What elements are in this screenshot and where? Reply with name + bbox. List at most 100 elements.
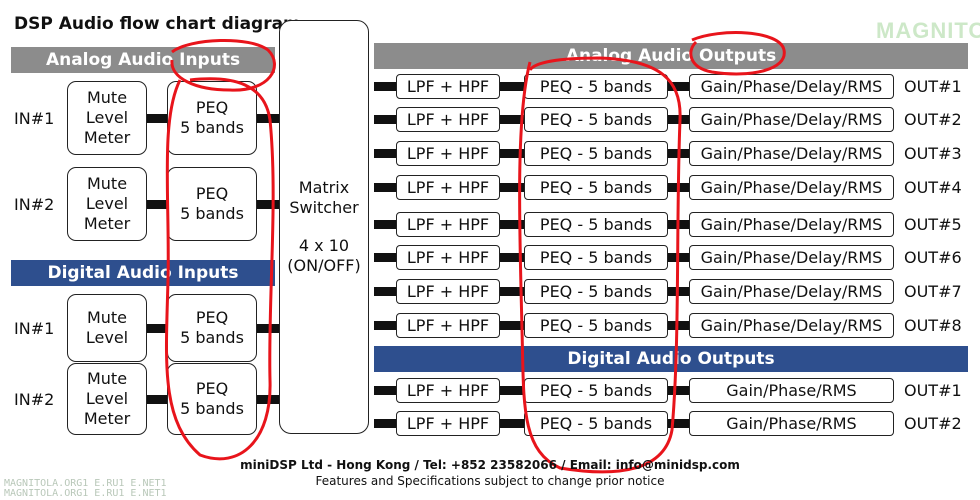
connector bbox=[374, 149, 396, 158]
connector bbox=[374, 82, 396, 91]
connector bbox=[668, 220, 689, 229]
output-label: OUT#6 bbox=[904, 248, 962, 267]
input-peq-block: PEQ 5 bands bbox=[167, 81, 257, 155]
connector bbox=[500, 220, 524, 229]
connector bbox=[500, 321, 524, 330]
connector bbox=[500, 386, 524, 395]
connector bbox=[668, 149, 689, 158]
gain-phase-block: Gain/Phase/Delay/RMS bbox=[689, 245, 894, 270]
diagram-title: DSP Audio flow chart diagram bbox=[14, 14, 301, 34]
connector bbox=[668, 82, 689, 91]
lpf-hpf-block: LPF + HPF bbox=[396, 378, 500, 403]
gain-phase-block: Gain/Phase/RMS bbox=[689, 378, 894, 403]
mute-level-meter-block: Mute Level Meter bbox=[67, 81, 147, 155]
connector bbox=[147, 114, 167, 123]
matrix-switcher: Matrix Switcher 4 x 10 (ON/OFF) bbox=[279, 20, 369, 434]
mute-level-meter-block: Mute Level Meter bbox=[67, 167, 147, 241]
footer-contact: miniDSP Ltd - Hong Kong / Tel: +852 2358… bbox=[240, 458, 740, 472]
output-peq-block: PEQ - 5 bands bbox=[524, 378, 668, 403]
output-label: OUT#4 bbox=[904, 178, 962, 197]
output-peq-block: PEQ - 5 bands bbox=[524, 313, 668, 338]
connector bbox=[374, 386, 396, 395]
connector bbox=[257, 395, 279, 404]
connector bbox=[374, 220, 396, 229]
lpf-hpf-block: LPF + HPF bbox=[396, 175, 500, 200]
lpf-hpf-block: LPF + HPF bbox=[396, 74, 500, 99]
output-label: OUT#2 bbox=[904, 110, 962, 129]
connector bbox=[500, 287, 524, 296]
analog-outputs-banner: Analog Audio Outputs bbox=[374, 43, 968, 69]
gain-phase-block: Gain/Phase/Delay/RMS bbox=[689, 107, 894, 132]
gain-phase-block: Gain/Phase/Delay/RMS bbox=[689, 279, 894, 304]
output-label: OUT#2 bbox=[904, 414, 962, 433]
output-label: OUT#1 bbox=[904, 77, 962, 96]
gain-phase-block: Gain/Phase/Delay/RMS bbox=[689, 74, 894, 99]
connector bbox=[147, 324, 167, 333]
gain-phase-block: Gain/Phase/RMS bbox=[689, 411, 894, 436]
output-label: OUT#8 bbox=[904, 316, 962, 335]
connector bbox=[500, 183, 524, 192]
output-label: OUT#7 bbox=[904, 282, 962, 301]
gain-phase-block: Gain/Phase/Delay/RMS bbox=[689, 175, 894, 200]
connector bbox=[668, 321, 689, 330]
matrix-name: Matrix Switcher bbox=[289, 178, 359, 217]
input-label: IN#1 bbox=[14, 318, 55, 338]
gain-phase-block: Gain/Phase/Delay/RMS bbox=[689, 212, 894, 237]
watermark-1: MAGNITOLA.ORG1 E.RU1 E.NET1 bbox=[4, 478, 167, 489]
mute-level-meter-block: Mute Level Meter bbox=[67, 363, 147, 435]
digital-inputs-banner: Digital Audio Inputs bbox=[11, 260, 275, 286]
output-peq-block: PEQ - 5 bands bbox=[524, 212, 668, 237]
digital-outputs-banner: Digital Audio Outputs bbox=[374, 346, 968, 372]
output-peq-block: PEQ - 5 bands bbox=[524, 141, 668, 166]
connector bbox=[374, 115, 396, 124]
output-label: OUT#3 bbox=[904, 144, 962, 163]
connector bbox=[374, 287, 396, 296]
connector bbox=[668, 253, 689, 262]
gain-phase-block: Gain/Phase/Delay/RMS bbox=[689, 141, 894, 166]
logo-watermark: MAGNITOLA bbox=[876, 18, 980, 43]
connector bbox=[374, 419, 396, 428]
lpf-hpf-block: LPF + HPF bbox=[396, 245, 500, 270]
lpf-hpf-block: LPF + HPF bbox=[396, 212, 500, 237]
analog-inputs-banner: Analog Audio Inputs bbox=[11, 47, 275, 73]
output-peq-block: PEQ - 5 bands bbox=[524, 107, 668, 132]
connector bbox=[257, 324, 279, 333]
output-peq-block: PEQ - 5 bands bbox=[524, 411, 668, 436]
connector bbox=[500, 419, 524, 428]
connector bbox=[668, 287, 689, 296]
connector bbox=[500, 82, 524, 91]
output-peq-block: PEQ - 5 bands bbox=[524, 74, 668, 99]
output-label: OUT#1 bbox=[904, 381, 962, 400]
input-peq-block: PEQ 5 bands bbox=[167, 363, 257, 435]
lpf-hpf-block: LPF + HPF bbox=[396, 107, 500, 132]
connector bbox=[257, 200, 279, 209]
connector bbox=[374, 253, 396, 262]
footer-note: Features and Specifications subject to c… bbox=[315, 474, 665, 488]
output-peq-block: PEQ - 5 bands bbox=[524, 279, 668, 304]
mute-level-meter-block: Mute Level bbox=[67, 294, 147, 362]
connector bbox=[147, 200, 167, 209]
input-peq-block: PEQ 5 bands bbox=[167, 167, 257, 241]
connector bbox=[500, 253, 524, 262]
lpf-hpf-block: LPF + HPF bbox=[396, 313, 500, 338]
matrix-spec: 4 x 10 (ON/OFF) bbox=[287, 236, 361, 275]
output-peq-block: PEQ - 5 bands bbox=[524, 175, 668, 200]
connector bbox=[668, 419, 689, 428]
gain-phase-block: Gain/Phase/Delay/RMS bbox=[689, 313, 894, 338]
input-label: IN#2 bbox=[14, 389, 55, 409]
input-peq-block: PEQ 5 bands bbox=[167, 294, 257, 362]
connector bbox=[374, 183, 396, 192]
input-label: IN#1 bbox=[14, 108, 55, 128]
output-label: OUT#5 bbox=[904, 215, 962, 234]
connector bbox=[668, 115, 689, 124]
connector bbox=[257, 114, 279, 123]
connector bbox=[500, 115, 524, 124]
lpf-hpf-block: LPF + HPF bbox=[396, 141, 500, 166]
lpf-hpf-block: LPF + HPF bbox=[396, 411, 500, 436]
connector bbox=[500, 149, 524, 158]
connector bbox=[668, 183, 689, 192]
connector bbox=[374, 321, 396, 330]
connector bbox=[668, 386, 689, 395]
output-peq-block: PEQ - 5 bands bbox=[524, 245, 668, 270]
watermark-2: MAGNITOLA.ORG1 E.RU1 E.NET1 bbox=[4, 488, 167, 499]
